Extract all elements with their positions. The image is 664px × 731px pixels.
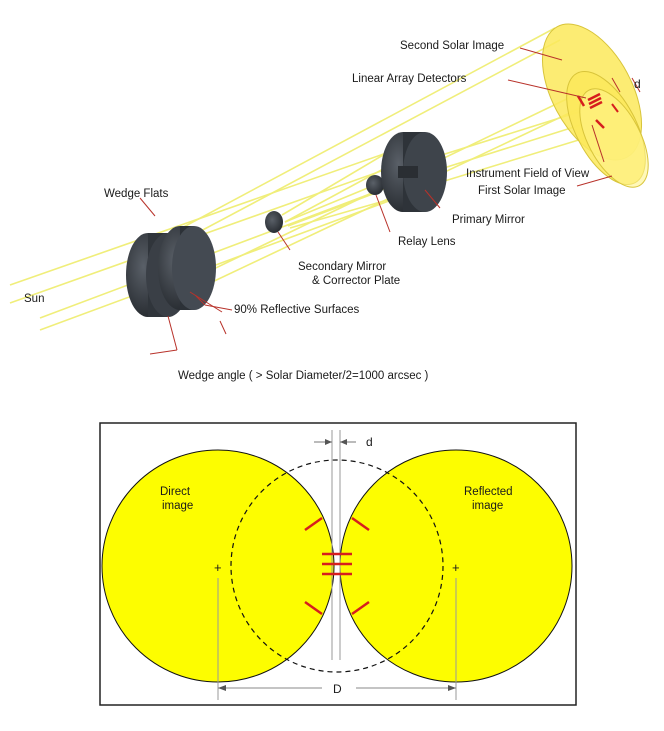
label-first-solar-image: First Solar Image (478, 185, 566, 197)
secondary-mirror-component (265, 211, 283, 233)
label-d-bottom: d (366, 435, 373, 449)
instrument-field-circle (230, 459, 444, 673)
bottom-detectors (304, 516, 370, 616)
label-reflected-image: image (472, 500, 503, 512)
label-sun: Sun (24, 293, 44, 305)
bottom-images-diagram: d D + + Direct image Reflected image (99, 422, 577, 706)
label-direct-image: image (162, 500, 193, 512)
label-primary-mirror: Primary Mirror (452, 214, 525, 226)
label-wedge-flats: Wedge Flats (104, 188, 169, 200)
relay-lens-component (366, 175, 384, 195)
label-reflective-surfaces: 90% Reflective Surfaces (234, 304, 360, 316)
label-wedge-angle: Wedge angle ( > Solar Diameter/2=1000 ar… (178, 370, 429, 382)
label-d-top: d (634, 77, 641, 91)
D-dimension: D (217, 578, 457, 700)
label-corrector-plate: & Corrector Plate (312, 275, 400, 287)
label-second-solar-image: Second Solar Image (400, 40, 504, 52)
label-reflected: Reflected (464, 486, 513, 498)
label-instrument-field-of-view: Instrument Field of View (466, 168, 590, 180)
label-direct: Direct (160, 486, 191, 498)
solar-image-disks (541, 23, 649, 188)
label-relay-lens: Relay Lens (398, 236, 456, 248)
plus-left: + (214, 560, 222, 575)
label-secondary-mirror: Secondary Mirror (298, 261, 386, 273)
label-D: D (333, 682, 342, 696)
primary-mirror-component (381, 132, 447, 212)
wedge-flats-component (126, 226, 216, 317)
plus-right: + (452, 560, 460, 575)
d-dimension: d (314, 430, 373, 660)
label-linear-array-detectors: Linear Array Detectors (352, 73, 467, 85)
leader-lines (139, 47, 641, 355)
top-telescope-diagram: Second Solar Image Linear Array Detector… (9, 23, 649, 382)
linear-array-detectors (576, 92, 619, 129)
